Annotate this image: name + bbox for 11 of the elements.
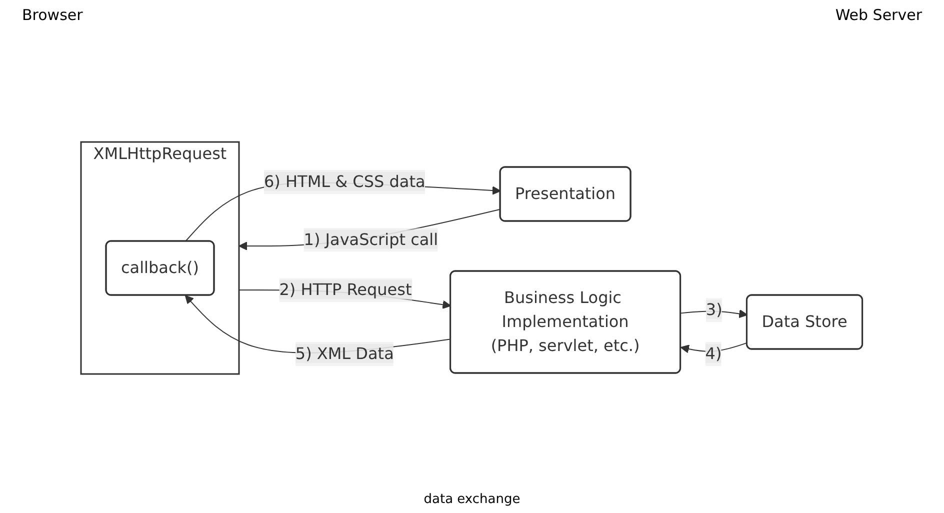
arrow (680, 309, 748, 318)
edge-label: 3) (706, 300, 723, 320)
edge-label: 5) XML Data (296, 344, 394, 363)
edge-label: 1) JavaScript call (304, 230, 438, 249)
column-heading: Web Server (835, 6, 922, 24)
edge-label: 4) (706, 344, 722, 363)
arrow (680, 342, 748, 354)
column-heading: Browser (22, 6, 83, 24)
edge-label: 2) HTTP Request (280, 280, 412, 300)
note-text: data exchange (424, 492, 520, 507)
edge-label: 6) HTML & CSS data (264, 172, 426, 191)
